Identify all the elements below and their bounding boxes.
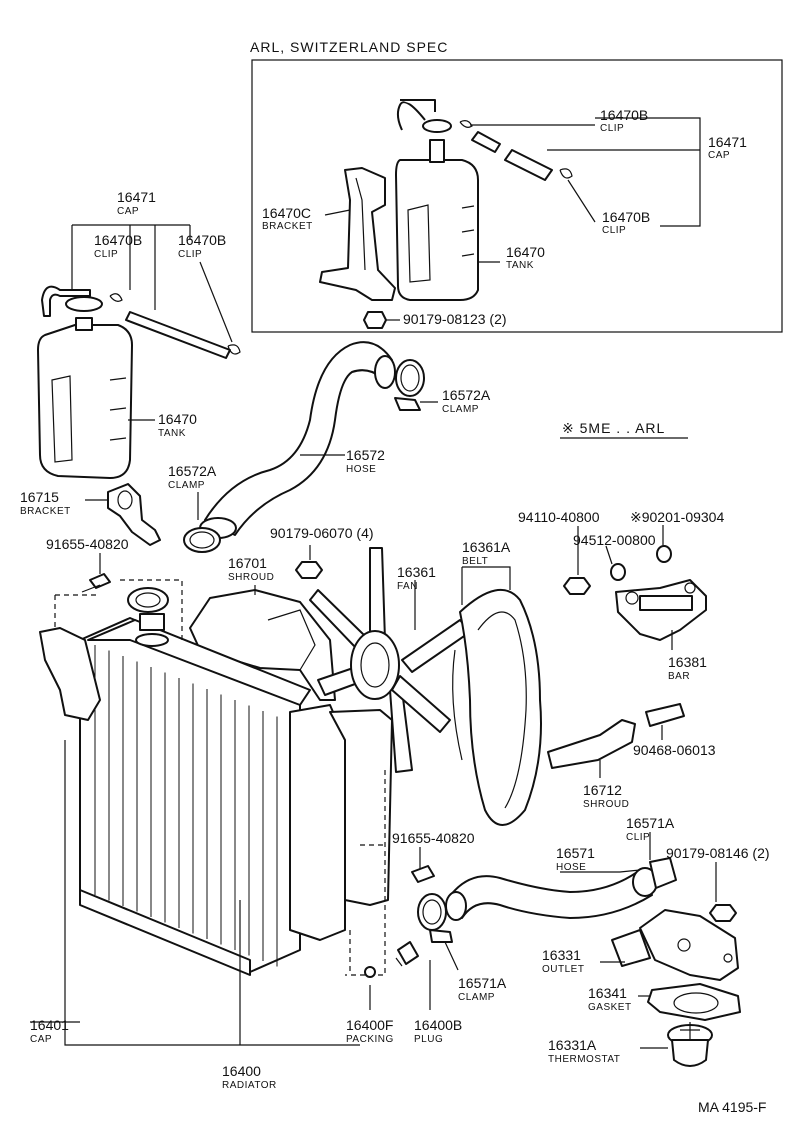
callout-number: 16572 [346,447,385,463]
callout-number: 16471 [708,134,747,150]
callout-number: 16701 [228,555,267,571]
callout-number: 16572A [442,387,491,403]
gasket-drawing [647,983,741,1021]
callout-number: 16400F [346,1017,393,1033]
spec-title: ARL, SWITZERLAND SPEC [250,39,448,55]
callout-number: 16381 [668,654,707,670]
inset-box [251,59,783,333]
callout-name: PLUG [414,1034,443,1045]
callout-name: CLAMP [168,480,205,491]
callout-number: 16715 [20,489,59,505]
callout-number: 16361 [397,564,436,580]
callout-name: RADIATOR [222,1080,277,1091]
callout-number: ※90201-09304 [630,509,724,525]
callout-number: 94512-00800 [573,532,656,548]
fan-drawing [309,547,471,773]
callout-number: 90179-06070 (4) [270,525,374,541]
radiator-drawing [39,613,393,976]
callout-name: PACKING [346,1034,394,1045]
callout-name: CLIP [626,832,650,843]
callout-name: CLIP [94,249,118,260]
callout-number: 16470B [600,107,648,123]
inset-hose-drawing [459,120,573,181]
callout-name: BRACKET [20,506,71,517]
callout-name: THERMOSTAT [548,1054,620,1065]
callout-number: 91655-40820 [46,536,129,552]
inset-nut-drawing [363,311,387,329]
callout-name: HOSE [346,464,376,475]
bolt-bottom-drawing [411,865,435,883]
reservoir-tank-drawing [37,285,241,479]
bolt-top-drawing [81,573,111,593]
callout-number: 16572A [168,463,217,479]
callout-number: 16712 [583,782,622,798]
callout-number: 16401 [30,1017,69,1033]
callout-number: 94110-40800 [518,509,600,525]
bar-drawing [615,579,707,641]
callout-number: 90179-08123 (2) [403,311,507,327]
callout-name: CLIP [602,225,626,236]
callout-name: TANK [506,260,534,271]
radiator-cap-drawing [127,587,169,613]
bracket-16715-drawing [107,483,161,546]
callout-name: BELT [462,556,488,567]
callout-name: CLIP [600,123,624,134]
clip-90468-drawing [645,703,685,727]
callout-number: 16331 [542,947,581,963]
callout-name: CLAMP [458,992,495,1003]
upper-hose-drawing [183,341,425,553]
nut-94110-drawing [563,545,672,595]
callout-name: CLIP [178,249,202,260]
nut-drawing [295,561,323,579]
callout-number: 16470B [94,232,142,248]
callout-name: SHROUD [228,572,274,583]
callout-number: 16571A [626,815,675,831]
callout-name: CAP [708,150,730,161]
figure-code: MA 4195-F [698,1099,766,1115]
callout-number: 16471 [117,189,156,205]
variant-note: ※ 5ME . . ARL [562,420,665,436]
callout-number: 16470 [506,244,545,260]
callout-name: BRACKET [262,221,313,232]
thermostat-drawing [667,1022,713,1067]
lower-hose-drawing [417,857,677,943]
callout-name: CAP [117,206,139,217]
callout-number: 16571A [458,975,507,991]
callout-number: 16341 [588,985,627,1001]
callout-number: 16571 [556,845,595,861]
callout-number: 16361A [462,539,511,555]
callout-name: BAR [668,671,690,682]
callout-number: 16470C [262,205,311,221]
callout-name: HOSE [556,862,586,873]
inset-bracket-drawing [319,167,396,301]
callout-number: 16400 [222,1063,261,1079]
callout-name: OUTLET [542,964,584,975]
callout-number: 16470 [158,411,197,427]
callout-number: 16470B [602,209,650,225]
belt-drawing [452,589,542,826]
callout-number: 16400B [414,1017,462,1033]
packing-plug-drawing [364,941,419,978]
callout-number: 91655-40820 [392,830,475,846]
callout-name: CAP [30,1034,52,1045]
callout-name: TANK [158,428,186,439]
callout-number: 90179-08146 (2) [666,845,770,861]
callout-name: SHROUD [583,799,629,810]
nut-90179-08146-drawing [709,904,737,922]
outlet-drawing [611,909,739,981]
fan-shroud-drawing [547,719,636,769]
callout-number: 16470B [178,232,226,248]
callout-name: GASKET [588,1002,632,1013]
callout-name: FAN [397,581,418,592]
callout-number: 16331A [548,1037,597,1053]
inset-tank-drawing [395,99,479,301]
callout-name: CLAMP [442,404,479,415]
callout-number: 90468-06013 [633,742,716,758]
